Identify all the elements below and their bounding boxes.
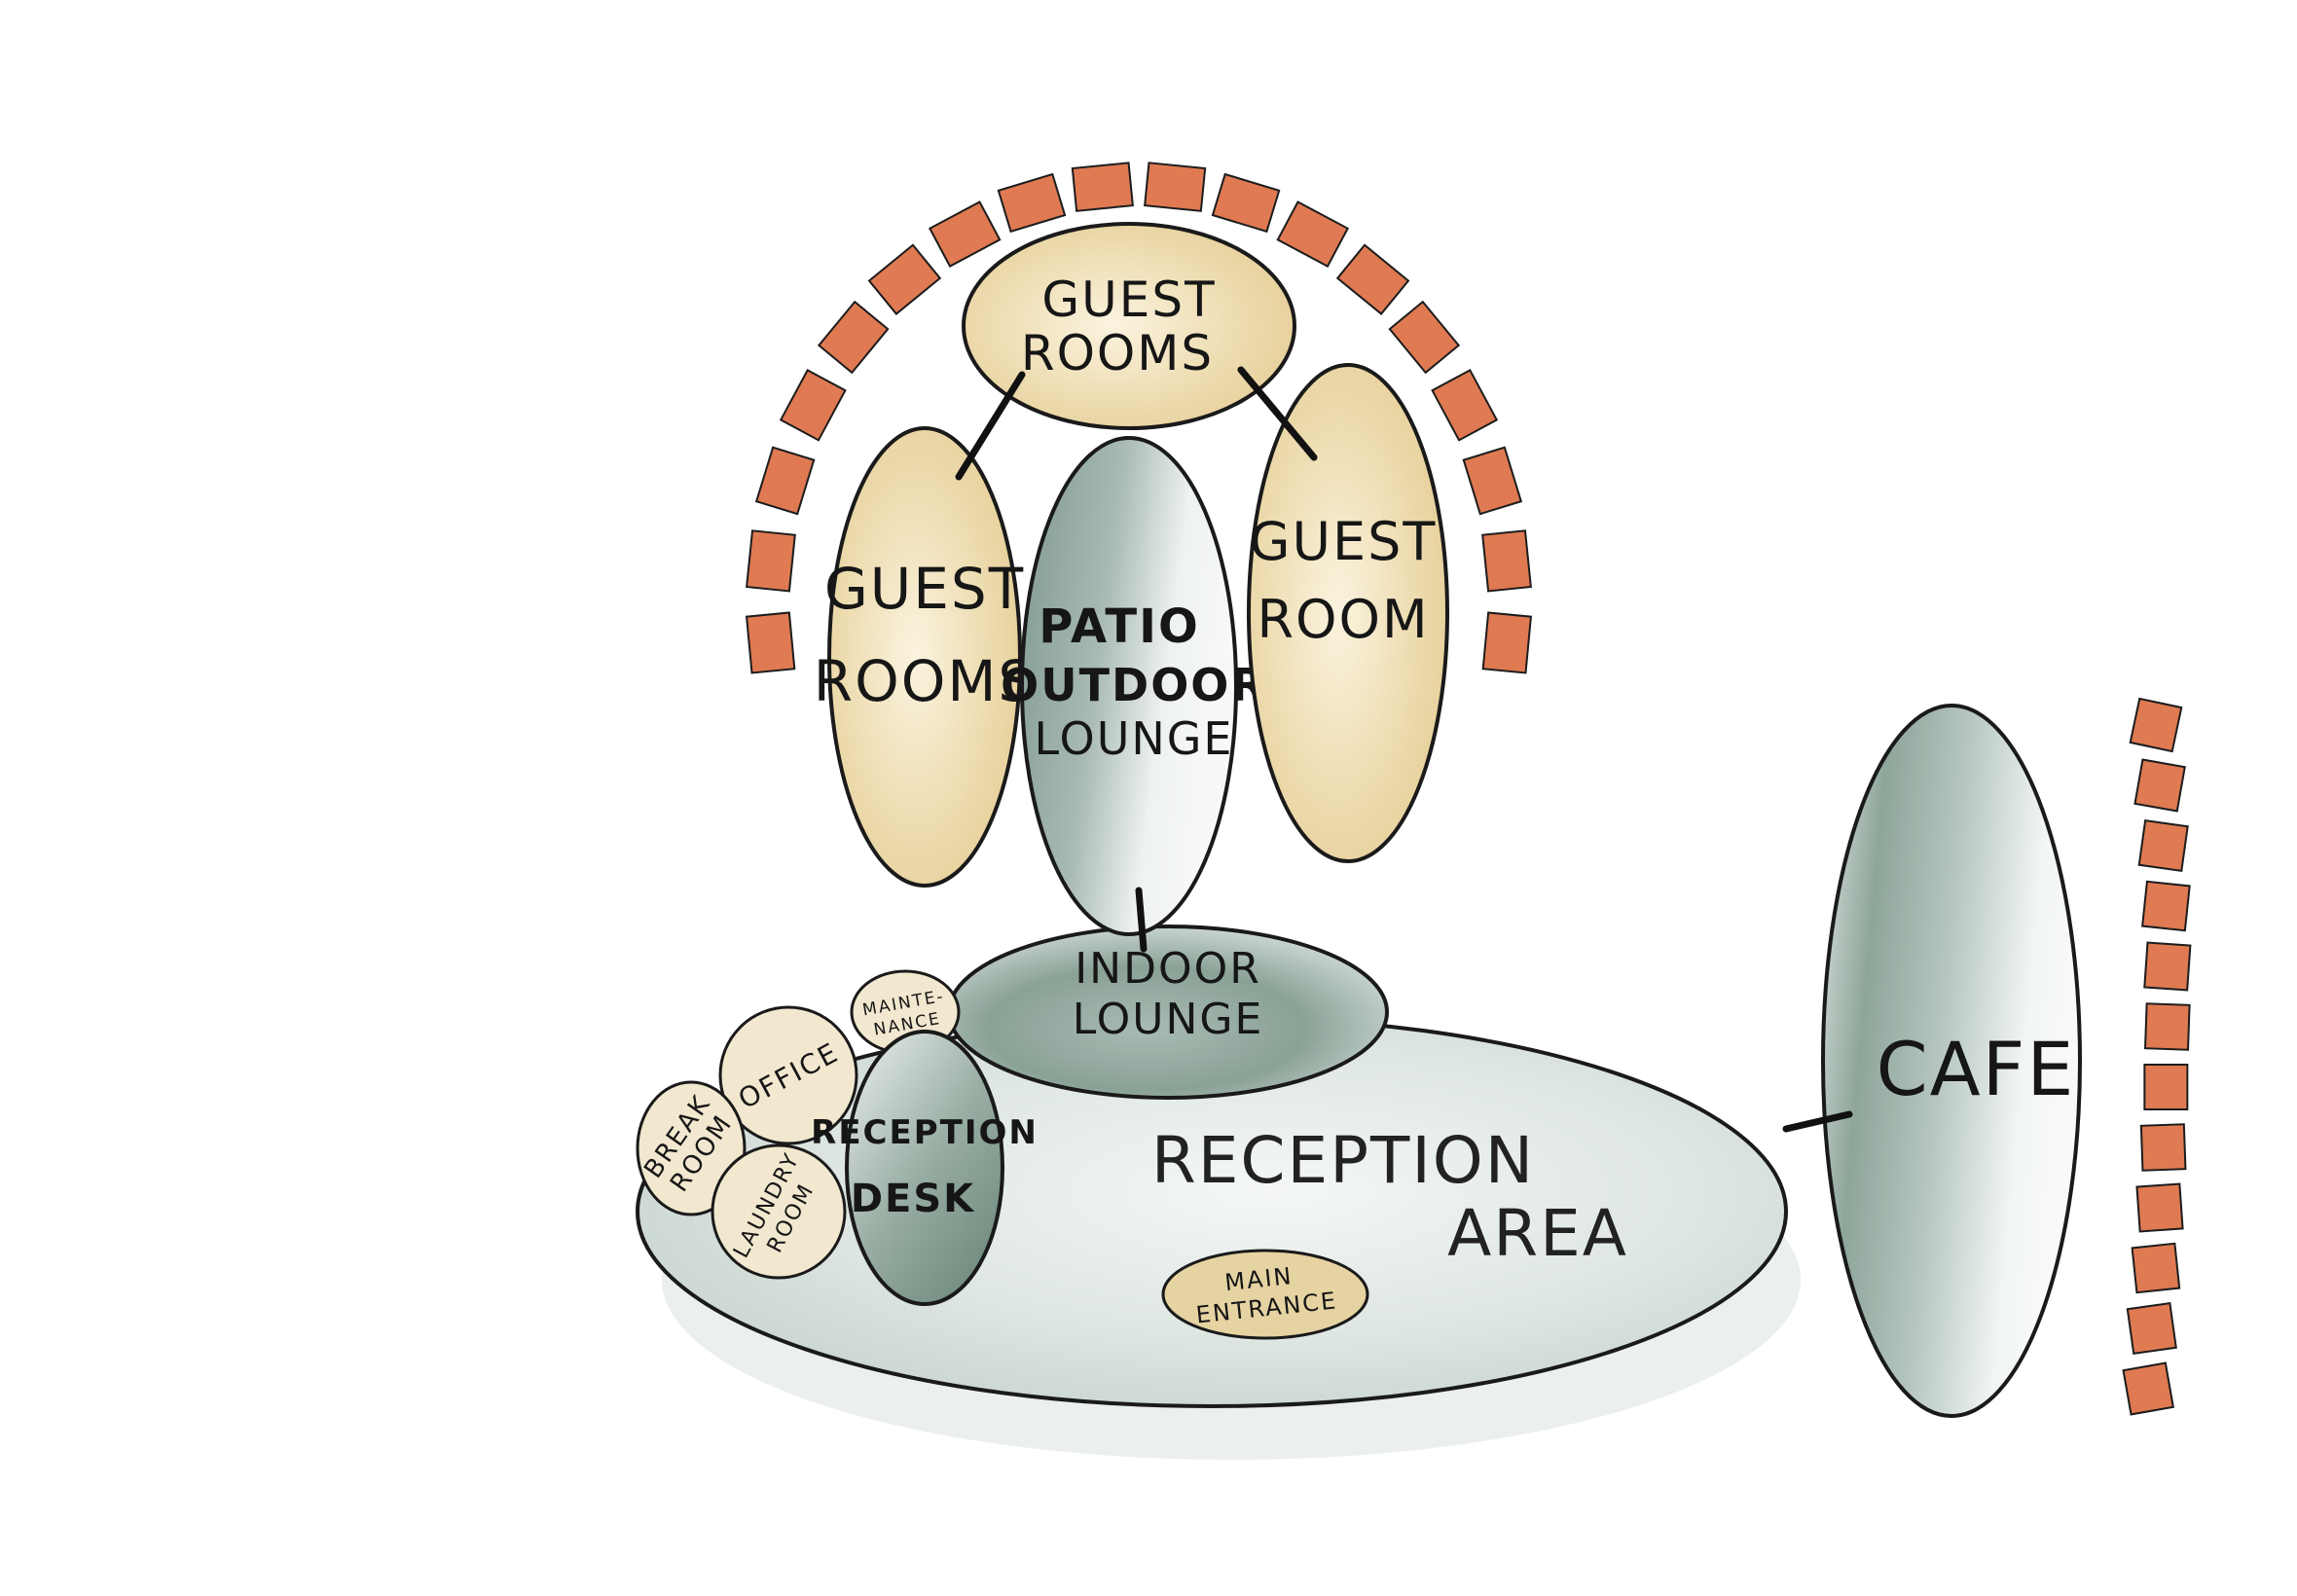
brick-arc-10 xyxy=(1144,162,1207,212)
cafe-zone: CAFE xyxy=(1821,704,2082,1418)
brick-arc-12 xyxy=(1276,200,1350,268)
brick-cafe-10 xyxy=(2131,1242,2181,1294)
guest-rooms-top-zone: GUEST ROOMS xyxy=(962,222,1296,430)
connector-lines xyxy=(955,366,1853,1133)
brick-arc-1 xyxy=(745,611,796,674)
laundry-room-zone: LAUNDRY ROOM xyxy=(711,1143,847,1280)
reception-desk-label-1: RECEPTION xyxy=(811,1113,1039,1152)
brick-wall-arc xyxy=(745,162,1533,674)
indoor-lounge-label-1: INDOOR xyxy=(1075,944,1261,994)
brick-arc-13 xyxy=(1335,243,1410,315)
brick-arc-17 xyxy=(1481,529,1532,593)
brick-cafe-1 xyxy=(2129,697,2183,753)
brick-arc-5 xyxy=(817,300,890,375)
guest-rooms-top-label-1: GUEST xyxy=(1041,272,1216,328)
connector-patio-indoor xyxy=(1135,887,1148,953)
brick-cafe-8 xyxy=(2139,1123,2187,1172)
reception-area-label-2: AREA xyxy=(1447,1196,1628,1271)
brick-cafe-9 xyxy=(2135,1182,2184,1233)
brick-arc-9 xyxy=(1071,162,1134,212)
office-zone: OFFICE xyxy=(718,1005,858,1145)
brick-cafe-11 xyxy=(2126,1302,2177,1355)
guest-rooms-top-label-2: ROOMS xyxy=(1021,325,1214,381)
main-entrance-zone: MAIN ENTRANCE xyxy=(1161,1249,1369,1340)
brick-arc-11 xyxy=(1211,172,1281,234)
connector-top-left xyxy=(955,371,1026,481)
brick-arc-8 xyxy=(997,172,1067,234)
patio-label-1: PATIO xyxy=(1039,599,1200,654)
reception-desk-zone: RECEPTION DESK xyxy=(811,1030,1039,1306)
brick-cafe-7 xyxy=(2143,1064,2189,1110)
connector-top-right xyxy=(1237,366,1318,461)
brick-arc-6 xyxy=(867,243,942,315)
brick-wall-cafe xyxy=(2122,697,2192,1416)
guest-rooms-left-zone: GUEST ROOMS xyxy=(814,426,1036,888)
guest-room-right-zone: GUEST ROOM xyxy=(1247,363,1449,863)
brick-arc-7 xyxy=(928,200,1002,268)
cafe-label: CAFE xyxy=(1877,1026,2076,1112)
brick-cafe-12 xyxy=(2122,1361,2175,1416)
indoor-lounge-zone: INDOOR LOUNGE xyxy=(947,925,1389,1100)
guest-rooms-left-label-2: ROOMS xyxy=(814,648,1036,714)
brick-arc-18 xyxy=(1481,611,1533,674)
brick-cafe-6 xyxy=(2143,1002,2191,1051)
indoor-lounge-label-2: LOUNGE xyxy=(1073,995,1264,1044)
brick-cafe-4 xyxy=(2141,880,2191,932)
patio-label-3: LOUNGE xyxy=(1035,712,1234,765)
brick-cafe-3 xyxy=(2137,819,2189,872)
brick-arc-15 xyxy=(1431,369,1499,442)
reception-desk-label-2: DESK xyxy=(851,1177,975,1221)
brick-arc-16 xyxy=(1462,446,1523,516)
brick-arc-3 xyxy=(754,446,816,516)
brick-arc-4 xyxy=(779,369,847,442)
patio-label-2: OUTDOOR xyxy=(1001,659,1267,711)
connector-reception-cafe xyxy=(1782,1110,1853,1133)
reception-area-label-1: RECEPTION xyxy=(1151,1123,1535,1198)
guest-room-right-label-2: ROOM xyxy=(1257,589,1429,650)
brick-arc-2 xyxy=(746,529,796,593)
brick-cafe-5 xyxy=(2143,941,2192,992)
brick-cafe-2 xyxy=(2133,758,2186,813)
break-room-zone: BREAK ROOM xyxy=(636,1080,747,1216)
guest-room-right-label-1: GUEST xyxy=(1250,511,1438,572)
patio-outdoor-lounge-zone: PATIO OUTDOOR LOUNGE xyxy=(1001,436,1267,936)
guest-rooms-left-label-1: GUEST xyxy=(824,556,1025,622)
brick-arc-14 xyxy=(1388,300,1461,375)
